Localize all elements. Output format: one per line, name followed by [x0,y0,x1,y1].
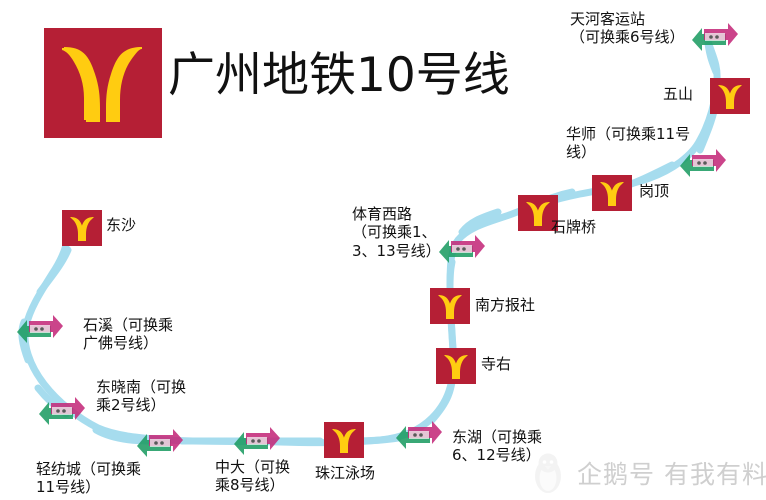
station-label-zhujiang-yongchang: 珠江泳场 [315,464,376,482]
station-marker-wushan[interactable] [710,78,750,114]
station-marker-shipaiqiao[interactable] [518,195,558,231]
station-marker-tiyu-xilu[interactable] [433,226,491,272]
station-label-shipaiqiao: 石牌桥 [551,218,597,236]
penguin-logo [528,452,568,494]
station-marker-dongxiaonan[interactable] [33,388,91,434]
station-label-dongsha: 东沙 [106,216,137,234]
station-marker-gangding[interactable] [592,175,632,211]
page-title: 广州地铁10号线 [168,48,510,103]
station-label-qingfangcheng: 轻纺城（可换乘 11号线） [36,460,142,497]
station-marker-zhujiang-yongchang[interactable] [324,422,364,458]
station-marker-nanfang-baoshe[interactable] [430,288,470,324]
guangzhou-metro-logo [44,28,162,138]
station-marker-siyou[interactable] [436,348,476,384]
station-label-tiyu-xilu: 体育西路 （可换乘1、 3、13号线） [352,205,441,260]
station-marker-qingfangcheng[interactable] [131,420,189,466]
watermark: 企鹅号 有我有料 [528,452,766,494]
station-marker-donghu[interactable] [390,412,448,458]
station-marker-tianhe-coach-terminal[interactable] [686,14,744,60]
station-label-tianhe-coach-terminal: 天河客运站 （可换乘6号线） [570,10,685,47]
station-label-gangding: 岗顶 [639,182,670,200]
station-marker-zhongda[interactable] [228,418,286,464]
station-label-huashi: 华师（可换乘11号 线） [566,125,691,162]
station-label-nanfang-baoshe: 南方报社 [475,296,536,314]
station-label-shixi: 石溪（可换乘 广佛号线） [83,316,174,353]
station-marker-huashi[interactable] [674,140,732,186]
station-label-dongxiaonan: 东晓南（可换 乘2号线） [96,378,187,415]
station-label-donghu: 东湖（可换乘 6、12号线） [452,428,543,465]
station-label-zhongda: 中大（可换 乘8号线） [215,458,291,495]
station-label-siyou: 寺右 [481,355,512,373]
station-marker-shixi[interactable] [11,306,69,352]
station-label-wushan: 五山 [663,85,694,103]
watermark-text: 企鹅号 有我有料 [577,460,766,489]
station-marker-dongsha[interactable] [62,210,102,246]
